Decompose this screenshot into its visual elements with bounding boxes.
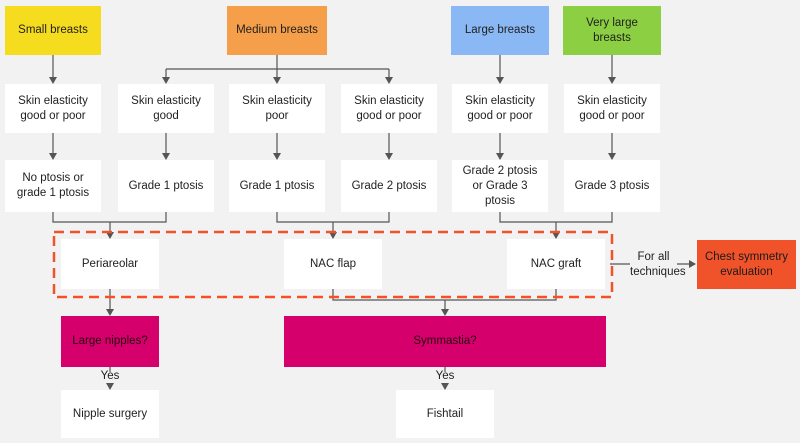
chest-symmetry-evaluation: Chest symmetry evaluation (697, 240, 796, 289)
ptosis-medium-good: Grade 1 ptosis (118, 160, 214, 212)
elasticity-very-large: Skin elasticity good or poor (564, 84, 660, 133)
question-symmastia: Symmastia? (284, 316, 606, 367)
category-small-breasts: Small breasts (5, 6, 101, 55)
for-all-techniques-label: For all techniques (630, 251, 686, 278)
ptosis-small: No ptosis or grade 1 ptosis (5, 160, 101, 212)
outcome-fishtail: Fishtail (396, 390, 494, 438)
technique-nac-graft: NAC graft (507, 239, 605, 289)
elasticity-small: Skin elasticity good or poor (5, 84, 101, 133)
category-large-breasts: Large breasts (451, 6, 549, 55)
ptosis-medium-any: Grade 2 ptosis (341, 160, 437, 212)
elasticity-medium-good: Skin elasticity good (118, 84, 214, 133)
technique-nac-flap: NAC flap (284, 239, 382, 289)
category-medium-breasts: Medium breasts (227, 6, 327, 55)
question-large-nipples: Large nipples? (61, 316, 159, 367)
technique-periareolar: Periareolar (61, 239, 159, 289)
elasticity-large: Skin elasticity good or poor (452, 84, 548, 133)
ptosis-very-large: Grade 3 ptosis (564, 160, 660, 212)
elasticity-medium-poor: Skin elasticity poor (229, 84, 325, 133)
ptosis-medium-poor: Grade 1 ptosis (229, 160, 325, 212)
category-very-large-breasts: Very large breasts (563, 6, 661, 55)
elasticity-medium-any: Skin elasticity good or poor (341, 84, 437, 133)
ptosis-large: Grade 2 ptosis or Grade 3 ptosis (452, 160, 548, 212)
technique-group-dashed-border (52, 230, 614, 299)
yes-label-large-nipples: Yes (100, 370, 120, 382)
yes-label-symmastia: Yes (435, 370, 455, 382)
outcome-nipple-surgery: Nipple surgery (61, 390, 159, 438)
